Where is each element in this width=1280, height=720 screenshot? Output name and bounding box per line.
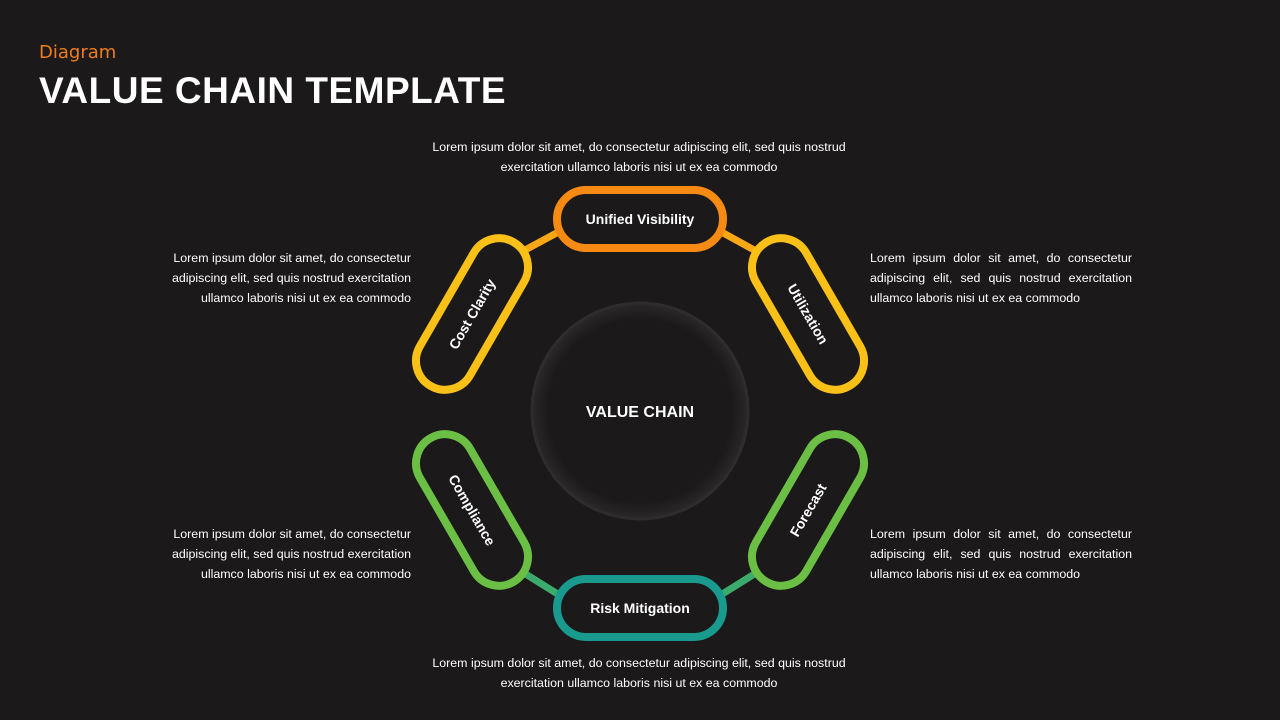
link-shape bbox=[748, 430, 868, 590]
link-shape bbox=[748, 234, 868, 394]
center-circle bbox=[530, 301, 750, 521]
link-label: Unified Visibility bbox=[586, 211, 695, 227]
description-top: Lorem ipsum dolor sit amet, do consectet… bbox=[432, 140, 846, 174]
description-left-top: Lorem ipsum dolor sit amet, do consectet… bbox=[172, 251, 411, 305]
description-right-top: Lorem ipsum dolor sit amet, do consectet… bbox=[870, 251, 1132, 305]
link-label: Risk Mitigation bbox=[590, 600, 690, 616]
link-shape bbox=[553, 186, 727, 252]
slide-subtitle: Diagram bbox=[39, 42, 117, 63]
chain-link-risk-mitigation: Risk Mitigation bbox=[553, 575, 727, 641]
link-shape bbox=[412, 234, 532, 394]
chain-link-compliance: Compliance bbox=[412, 430, 532, 590]
center-label: VALUE CHAIN bbox=[586, 404, 694, 421]
chain-link-forecast: Forecast bbox=[748, 430, 868, 590]
description-left-bottom: Lorem ipsum dolor sit amet, do consectet… bbox=[172, 527, 411, 581]
description-right-bottom: Lorem ipsum dolor sit amet, do consectet… bbox=[870, 527, 1132, 581]
chain-link-cost-clarity: Cost Clarity bbox=[412, 234, 532, 394]
chain-link-unified-visibility: Unified Visibility bbox=[553, 186, 727, 252]
link-shape bbox=[412, 430, 532, 590]
description-bottom: Lorem ipsum dolor sit amet, do consectet… bbox=[432, 656, 846, 690]
chain-link-utilization: Utilization bbox=[748, 234, 868, 394]
link-shape bbox=[553, 575, 727, 641]
slide-title: VALUE CHAIN TEMPLATE bbox=[39, 70, 507, 111]
